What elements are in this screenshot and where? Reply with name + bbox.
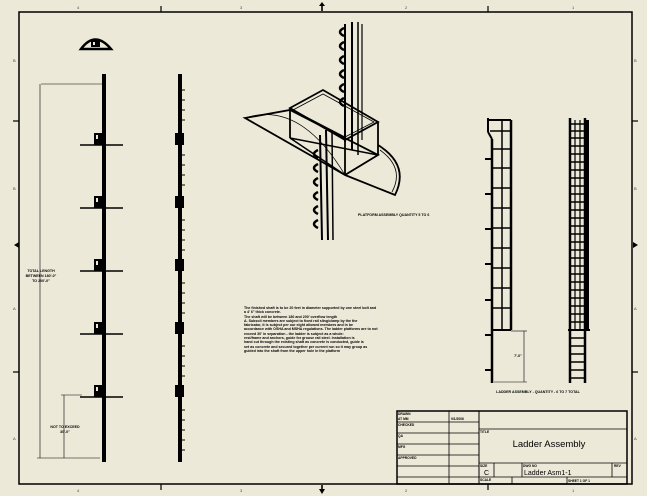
max-segment-dimension: NOT TO EXCEED 30'-0" [50, 425, 80, 434]
svg-text:3: 3 [240, 488, 243, 493]
svg-text:TITLE: TITLE [480, 430, 490, 434]
svg-text:1: 1 [572, 5, 575, 10]
note-line: hand cut through the existing shaft as c… [244, 340, 364, 345]
svg-text:3: 3 [240, 5, 243, 10]
svg-text:B: B [634, 58, 637, 63]
svg-text:1: 1 [572, 488, 575, 493]
svg-text:QA: QA [398, 434, 404, 438]
side-elevation-right [175, 74, 185, 462]
drawing-title: Ladder Assembly [513, 439, 586, 450]
svg-text:A: A [634, 306, 637, 311]
total-length-dimension: TOTAL LENGTH BETWEEN 180'-0" TO 200'-0" [26, 269, 57, 283]
center-arrows [14, 2, 638, 494]
title-block [396, 410, 628, 485]
platform-assembly-label: PLATFORM ASSEMBLY QUANTITY 5 TO 6 [358, 213, 429, 217]
svg-text:REV: REV [614, 464, 622, 468]
zone-markers [13, 6, 638, 490]
note-line: rest/frame and anchors, guide for grouse… [244, 336, 355, 341]
note-line: A. Subsoil members are subject to fixed … [244, 318, 358, 323]
svg-text:SHEET 1 OF 1: SHEET 1 OF 1 [568, 479, 590, 483]
zone-labels: 4 3 2 1 4 3 2 1 B B A A B B A A [13, 5, 637, 493]
note-line: The shaft will be between 180 and 200' o… [244, 314, 338, 319]
svg-text:4: 4 [77, 5, 80, 10]
cage-dimension-label: 7'-0" [514, 354, 522, 358]
svg-text:TO 200'-0": TO 200'-0" [32, 279, 50, 283]
svg-text:NOT TO EXCEED: NOT TO EXCEED [50, 425, 80, 429]
drawing-number: Ladder Asm1-1 [524, 470, 572, 477]
ladder-front-view-left [485, 118, 527, 383]
ladder-front-view-right [568, 118, 590, 383]
note-line: set as concrete and secured together per… [244, 344, 368, 349]
side-elevation-left [37, 74, 123, 462]
svg-text:TOTAL LENGTH: TOTAL LENGTH [27, 269, 55, 273]
svg-text:SCALE: SCALE [480, 478, 492, 482]
svg-text:B: B [13, 58, 16, 63]
sheet-size: C [484, 470, 489, 477]
platform-isometric-view [242, 22, 401, 241]
svg-text:9/1/2006: 9/1/2006 [451, 417, 464, 421]
title-block-labels: DRAWN AT MM 9/1/2006 CHECKED QA MFG APPR… [398, 412, 622, 483]
note-line: a 4' 6" thick concrete. [244, 310, 281, 315]
svg-text:2: 2 [405, 488, 408, 493]
svg-text:CHECKED: CHECKED [398, 423, 415, 427]
svg-text:DWG NO: DWG NO [523, 464, 537, 468]
svg-text:4: 4 [77, 488, 80, 493]
svg-text:30'-0": 30'-0" [60, 430, 70, 434]
note-line: accordance with OSHA and MSHA regulation… [244, 327, 378, 332]
svg-text:BETWEEN 180'-0": BETWEEN 180'-0" [26, 274, 57, 278]
note-line: exceed 30' in separation - the ladder is… [244, 331, 344, 336]
svg-text:DRAWN: DRAWN [398, 412, 411, 416]
svg-text:MFG: MFG [398, 445, 406, 449]
sheet-border [18, 11, 633, 485]
note-line: fabricator, it is subject per our eight … [244, 323, 354, 328]
svg-text:B: B [634, 186, 637, 191]
svg-text:APPROVED: APPROVED [398, 456, 417, 460]
general-notes: The finished shaft is to be 20 feet in d… [244, 306, 400, 353]
svg-text:2: 2 [405, 5, 408, 10]
note-line: The finished shaft is to be 20 feet in d… [244, 306, 377, 310]
note-line: guided into the shaft from the upper hol… [244, 348, 341, 353]
platform-top-view [78, 38, 114, 51]
svg-text:A: A [634, 436, 637, 441]
svg-text:SIZE: SIZE [480, 464, 488, 468]
svg-text:B: B [13, 186, 16, 191]
svg-text:A: A [13, 306, 16, 311]
svg-text:A: A [13, 436, 16, 441]
svg-text:AT MM: AT MM [398, 417, 409, 421]
ladder-assembly-label: LADDER ASSEMBLY - QUANTITY - 6 TO 7 TOTA… [496, 390, 580, 394]
